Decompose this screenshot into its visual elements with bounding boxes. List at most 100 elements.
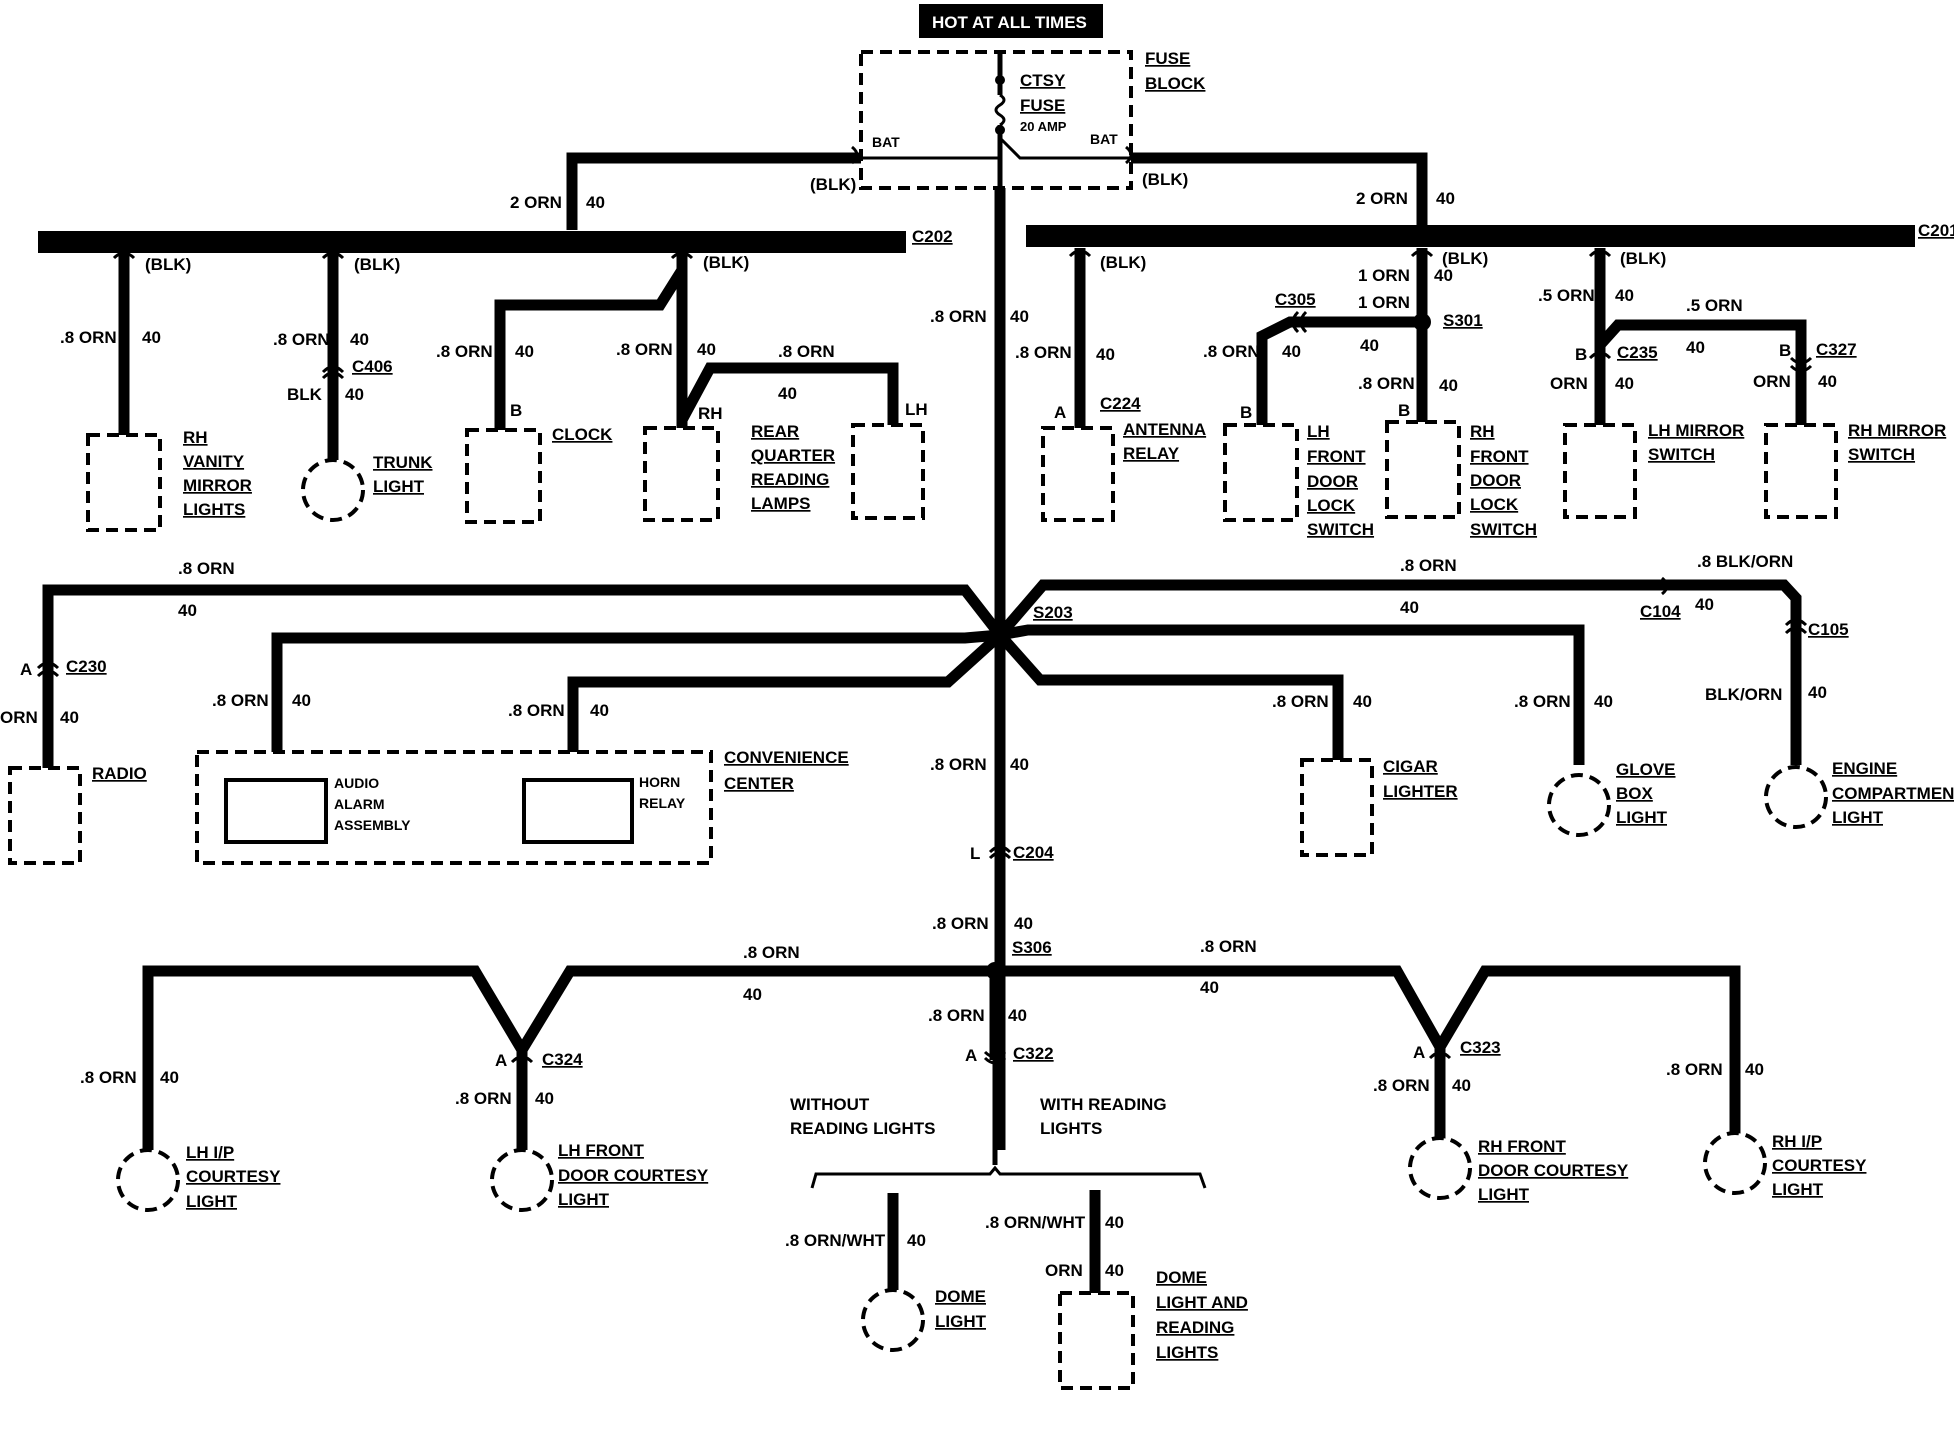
dome-circuit: 40 bbox=[1008, 1006, 1027, 1025]
lh-front-door-lock-switch-box bbox=[1223, 423, 1299, 522]
reading-lh-pin: LH bbox=[905, 400, 928, 419]
audio-alarm-assembly-box bbox=[224, 778, 328, 844]
rhfront-label-3: LIGHT bbox=[1478, 1185, 1530, 1204]
rh-front-door-courtesy-bulb bbox=[1408, 1136, 1472, 1200]
audio-label-1: AUDIO bbox=[334, 775, 379, 791]
clock-pin: B bbox=[510, 401, 522, 420]
doorlock-circuit-2: 40 bbox=[1360, 336, 1379, 355]
rh-mirror-label-1: RH MIRROR bbox=[1848, 421, 1946, 440]
trunk-label-2: LIGHT bbox=[373, 477, 425, 496]
fuse-block-label-1: FUSE bbox=[1145, 49, 1190, 68]
dome-light-bulb bbox=[861, 1288, 925, 1352]
s306-right-gauge: .8 ORN bbox=[1200, 937, 1257, 956]
engine-label-2: COMPARTMENT bbox=[1832, 784, 1954, 803]
mirror-blk: (BLK) bbox=[1620, 249, 1666, 268]
lhip-label-1: LH I/P bbox=[186, 1143, 234, 1162]
doorlock-blk: (BLK) bbox=[1442, 249, 1488, 268]
antenna-pin: A bbox=[1054, 403, 1066, 422]
bat-label-right: BAT bbox=[1090, 131, 1118, 147]
bat-label-left: BAT bbox=[872, 134, 900, 150]
rhip-label-3: LIGHT bbox=[1772, 1180, 1824, 1199]
domereading-label-1: DOME bbox=[1156, 1268, 1207, 1287]
clock-label: CLOCK bbox=[552, 425, 613, 444]
engine-label-3: LIGHT bbox=[1832, 808, 1884, 827]
c230-label: C230 bbox=[66, 657, 107, 676]
cigar-gauge: .8 ORN bbox=[1272, 692, 1329, 711]
glove-label-1: GLOVE bbox=[1616, 760, 1676, 779]
cigar-label-1: CIGAR bbox=[1383, 757, 1438, 776]
ctsy-fuse-label-1: CTSY bbox=[1020, 71, 1066, 90]
trunk-blk: (BLK) bbox=[354, 255, 400, 274]
clock-circuit: 40 bbox=[515, 342, 534, 361]
engine-compartment-bulb bbox=[1764, 765, 1828, 829]
lh-doorlock-pin: B bbox=[1240, 403, 1252, 422]
antenna-blk: (BLK) bbox=[1100, 253, 1146, 272]
c322-label: C322 bbox=[1013, 1044, 1054, 1063]
trunk-gauge: .8 ORN bbox=[273, 330, 330, 349]
reading-lh-circuit: 40 bbox=[778, 384, 797, 403]
rear-reading-rh-box bbox=[643, 426, 720, 522]
rh-mirror-label-2: SWITCH bbox=[1848, 445, 1915, 464]
lh-doorlock-label-2: FRONT bbox=[1307, 447, 1366, 466]
feed-right-gauge: 2 ORN bbox=[1356, 189, 1408, 208]
wire-cigar-lighter bbox=[995, 631, 1344, 760]
lh-mirror-label-2: SWITCH bbox=[1648, 445, 1715, 464]
fuse-symbol bbox=[861, 52, 1131, 190]
lhfront-circuit: 40 bbox=[535, 1089, 554, 1108]
domereading-label-2: LIGHT AND bbox=[1156, 1293, 1248, 1312]
s203-label: S203 bbox=[1033, 603, 1073, 622]
engine-blkorn2: BLK/ORN bbox=[1705, 685, 1782, 704]
c104-label: C104 bbox=[1640, 602, 1681, 621]
c305-label: C305 bbox=[1275, 290, 1316, 309]
c327-label: C327 bbox=[1816, 340, 1857, 359]
lh-doorlock-label-3: DOOR bbox=[1307, 472, 1358, 491]
rhip-label-2: COURTESY bbox=[1772, 1156, 1867, 1175]
c324-label: C324 bbox=[542, 1050, 583, 1069]
ctsy-fuse-label-2: FUSE bbox=[1020, 96, 1065, 115]
feed-wire-c202 bbox=[566, 152, 861, 230]
radio-label: RADIO bbox=[92, 764, 147, 783]
radio-orn: ORN bbox=[0, 708, 38, 727]
trunk-gauge-2: .8 ORN bbox=[930, 755, 987, 774]
s301-label: S301 bbox=[1443, 311, 1483, 330]
rear-quarter-label-3: READING bbox=[751, 470, 829, 489]
without-label-1: WITHOUT bbox=[790, 1095, 870, 1114]
engine-circuit: 40 bbox=[1400, 598, 1419, 617]
c323-label: C323 bbox=[1460, 1038, 1501, 1057]
reading-blk: (BLK) bbox=[703, 253, 749, 272]
rhfront-label-1: RH FRONT bbox=[1478, 1137, 1566, 1156]
feed-right-circuit: 40 bbox=[1436, 189, 1455, 208]
trunk-blk-gauge: BLK bbox=[287, 385, 323, 404]
mirror-gauge-1: .5 ORN bbox=[1538, 286, 1595, 305]
engine-gauge: .8 ORN bbox=[1400, 556, 1457, 575]
engine-blkorn-gauge: .8 BLK/ORN bbox=[1697, 552, 1793, 571]
lhfront-gauge: .8 ORN bbox=[455, 1089, 512, 1108]
radio-box bbox=[8, 766, 82, 865]
feed-left-circuit: 40 bbox=[586, 193, 605, 212]
trunk-gauge-1: .8 ORN bbox=[930, 307, 987, 326]
wire-lh-door-lock bbox=[1256, 316, 1422, 425]
connector-symbols bbox=[36, 145, 1813, 1065]
domereading-label-4: LIGHTS bbox=[1156, 1343, 1218, 1362]
horn-label-1: HORN bbox=[639, 774, 680, 790]
engine-blkorn-circuit: 40 bbox=[1695, 595, 1714, 614]
lh-doorlock-label-4: LOCK bbox=[1307, 496, 1356, 515]
bus-c202-label: C202 bbox=[912, 227, 953, 246]
wire-horn-relay bbox=[567, 630, 1004, 772]
lh-mirror-switch-box bbox=[1563, 423, 1637, 519]
lh-mirror-orn: ORN bbox=[1550, 374, 1588, 393]
trunk-circuit-3: 40 bbox=[1014, 914, 1033, 933]
rhip-label-1: RH I/P bbox=[1772, 1132, 1822, 1151]
domereading-orn: ORN bbox=[1045, 1261, 1083, 1280]
engine-blkorn2-circuit: 40 bbox=[1808, 683, 1827, 702]
lh-mirror-label-1: LH MIRROR bbox=[1648, 421, 1744, 440]
domereading-ornwht-circuit: 40 bbox=[1105, 1213, 1124, 1232]
hot-at-all-times-label: HOT AT ALL TIMES bbox=[932, 13, 1087, 32]
lh-doorlock-gauge: .8 ORN bbox=[1203, 342, 1260, 361]
clock-box bbox=[465, 428, 542, 524]
c235-label: C235 bbox=[1617, 343, 1658, 362]
withreading-label-2: LIGHTS bbox=[1040, 1119, 1102, 1138]
audio-label-3: ASSEMBLY bbox=[334, 817, 411, 833]
mirror-circuit-1: 40 bbox=[1615, 286, 1634, 305]
